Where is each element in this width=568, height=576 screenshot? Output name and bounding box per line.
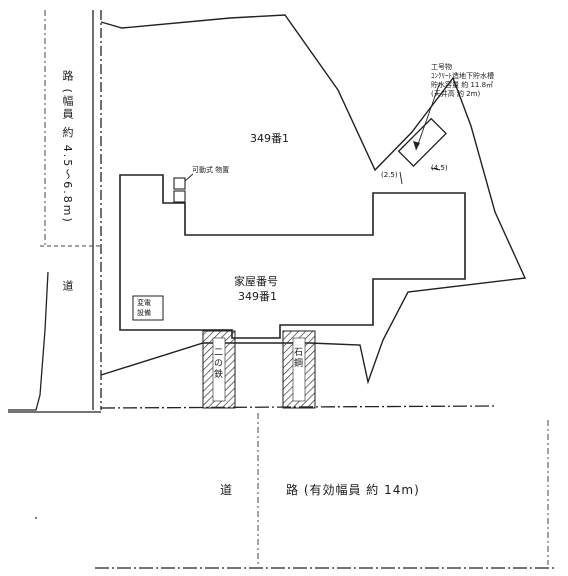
building-title: 家屋番号 — [234, 275, 278, 288]
speck — [35, 517, 37, 519]
tank-note-line-3: 貯水容量 約 11.8㎥ — [431, 81, 494, 89]
tank-note-line-2: ｺﾝｸﾘｰﾄ造地下貯水槽 — [431, 72, 494, 80]
building-number: 349番1 — [238, 290, 277, 303]
tank-leader — [415, 81, 441, 151]
storage-box — [132, 295, 164, 321]
tank-note-line-1: 工号物 — [431, 63, 452, 71]
storage-label-1: 変電 — [137, 299, 151, 307]
water-tank — [397, 117, 447, 167]
tank-dim-left — [399, 171, 403, 185]
tank-note-line-4: (天井高 約 2m) — [431, 90, 481, 98]
tank-dim-right — [430, 167, 441, 171]
building-outline — [119, 174, 466, 339]
storage-label-2: 設備 — [137, 309, 151, 317]
left-road-label-bottom: 道 — [61, 280, 74, 293]
left-road-lower-edge — [8, 271, 49, 411]
movable-shed-label: 可動式 物置 — [192, 166, 230, 174]
left-road-label: 路 (幅員 約 4.5〜6.8m) — [61, 70, 74, 224]
lot-number-label: 349番1 — [250, 132, 289, 145]
gate-right-label: 石鋼 — [292, 347, 302, 369]
tank-leader-arrow — [413, 141, 420, 150]
movable-shed-box-1 — [173, 177, 186, 190]
gate-left-label: 二の鉄 — [212, 347, 222, 380]
gate-left-inner — [212, 337, 226, 402]
tank-dim-right-label: (4.5) — [431, 164, 448, 172]
bottom-road-label-left: 道 — [220, 483, 234, 497]
gate-right-inner — [292, 337, 306, 402]
tank-dim-left-label: (2.5) — [381, 171, 398, 179]
movable-shed-box-2 — [173, 190, 186, 203]
lot-boundary — [100, 14, 527, 385]
bottom-road-label-right: 路 (有効幅員 約 14m) — [286, 483, 420, 497]
shed-leader — [184, 173, 194, 182]
